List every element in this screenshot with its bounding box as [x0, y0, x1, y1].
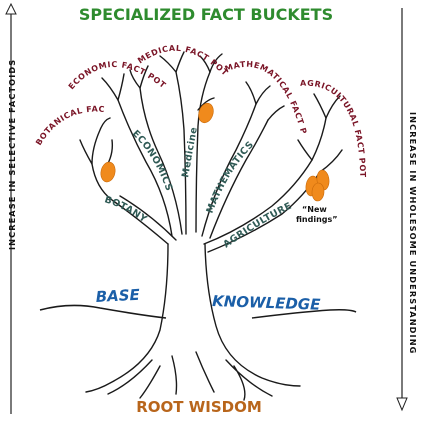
limb-mathematics: [201, 103, 269, 239]
trunk-right-outline: [204, 243, 301, 387]
knowledge-label: KNOWLEDGE: [212, 292, 322, 314]
diagram-footer: ROOT WISDOM: [136, 398, 262, 416]
ground-lines: [39, 304, 357, 319]
ground-right: [251, 308, 357, 319]
pot-label-economic: ECONOMIC FACT POT: [67, 60, 168, 91]
branch-label-mathematics: MATHEMATICS: [205, 139, 257, 215]
root-center: [171, 351, 215, 395]
base-label: BASE: [95, 286, 141, 306]
root-right: [225, 359, 273, 401]
right-arrow-head: [396, 397, 408, 412]
twigs-botany: [79, 117, 114, 171]
left-axis-arrow: [5, 2, 17, 414]
fruit-agriculture-3: [311, 182, 325, 202]
right-axis-arrow: [396, 8, 408, 412]
branch-label-agriculture: AGRICULTURE: [221, 201, 293, 251]
twigs-mathematics: [245, 81, 285, 121]
left-axis-label: INCREASE IN SELECTIVE FACTOIDS: [7, 59, 17, 250]
fruit-botany: [100, 161, 116, 183]
ground-left: [39, 304, 167, 319]
limb-economics: [117, 87, 183, 237]
fruits: [100, 102, 330, 202]
limb-botany: [91, 163, 177, 245]
limb-medicine: [175, 71, 211, 235]
tree: [79, 51, 343, 401]
fruit-medicine: [198, 102, 214, 124]
right-axis-label: INCREASE IN WHOLESOME UNDERSTANDING: [408, 112, 418, 354]
new-findings-line2: findings”: [296, 215, 338, 224]
diagram-title: SPECIALIZED FACT BUCKETS: [79, 5, 333, 24]
twigs-medicine: [159, 51, 223, 111]
root-left: [107, 359, 161, 399]
left-arrow-head: [5, 2, 17, 15]
trunk-left-outline: [85, 243, 169, 393]
new-findings-line1: “New: [302, 205, 327, 214]
twigs-economics: [101, 65, 149, 101]
twigs-agriculture: [297, 93, 343, 173]
